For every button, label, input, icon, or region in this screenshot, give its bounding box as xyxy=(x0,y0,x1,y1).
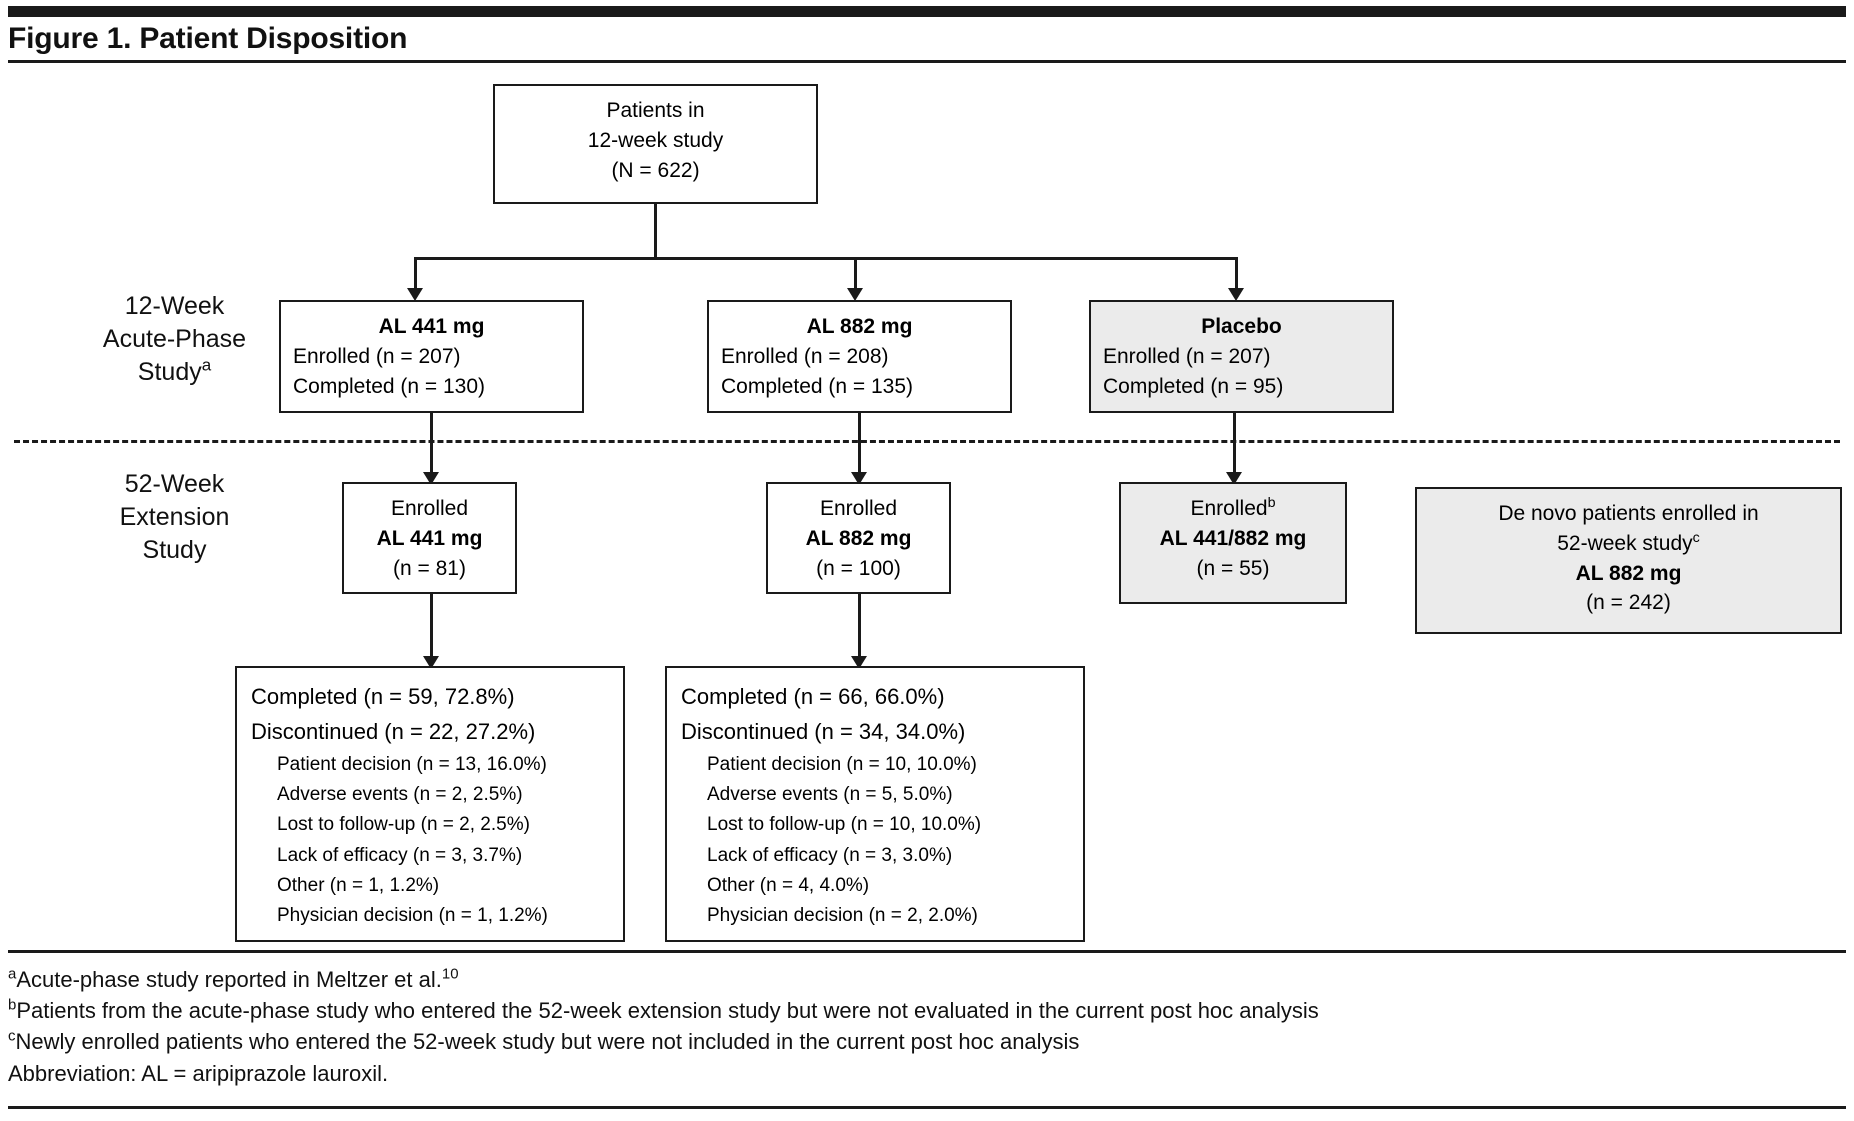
outcome-al882-completed: Completed (n = 66, 66.0%) xyxy=(681,684,945,709)
arrowhead-al441-to-ext xyxy=(423,472,439,485)
node-ext-al882-line1: Enrolled xyxy=(819,497,898,520)
connector-al441-to-ext xyxy=(430,413,433,478)
connector-to-al882 xyxy=(854,257,857,294)
footnote-c-text: Newly enrolled patients who entered the … xyxy=(15,1029,1080,1055)
stage-label-acute-line3: Studya xyxy=(137,355,212,386)
node-arm-placebo-enrolled: Enrolled (n = 207) xyxy=(1103,344,1271,368)
outcome-box-al441: Completed (n = 59, 72.8%) Discontinued (… xyxy=(235,666,625,942)
node-de-novo-line1: De novo patients enrolled in xyxy=(1498,502,1759,525)
arrowhead-to-placebo xyxy=(1228,288,1244,301)
stage-label-ext-line3: Study xyxy=(142,536,207,564)
phase-divider-dashed-line xyxy=(14,440,1840,443)
connector-al882-to-ext xyxy=(858,413,861,478)
abbreviation-note: Abbreviation: AL = aripiprazole lauroxil… xyxy=(8,1060,389,1086)
node-arm-al441-enrolled: Enrolled (n = 207) xyxy=(293,344,461,368)
node-ext-placebo-line1: Enrolledb xyxy=(1190,495,1276,520)
connector-trunk-horizontal xyxy=(414,257,1237,260)
outcome-al882-reason-lack-of-efficacy: Lack of efficacy (n = 3, 3.0%) xyxy=(707,844,953,866)
node-patients-total-line2: 12-week study xyxy=(587,128,724,152)
arrowhead-to-al882 xyxy=(847,288,863,301)
node-de-novo-patients: De novo patients enrolled in 52-week stu… xyxy=(1415,487,1842,634)
outcome-al441-reason-patient-decision: Patient decision (n = 13, 16.0%) xyxy=(277,753,547,775)
outcome-al882-reason-other: Other (n = 4, 4.0%) xyxy=(707,875,870,897)
stage-label-acute-line2: Acute-Phase xyxy=(102,325,247,353)
node-arm-al882-title: AL 882 mg xyxy=(806,315,913,338)
stage-label-extension: 52-Week Extension Study xyxy=(62,468,287,567)
node-de-novo-n: (n = 242) xyxy=(1586,591,1671,615)
node-arm-al882: AL 882 mg Enrolled (n = 208) Completed (… xyxy=(707,300,1012,413)
outcome-al441-reason-other: Other (n = 1, 1.2%) xyxy=(277,875,440,897)
node-arm-al882-completed: Completed (n = 135) xyxy=(721,374,914,398)
outcome-al882-discontinued: Discontinued (n = 34, 34.0%) xyxy=(681,718,966,744)
outcome-al441-completed: Completed (n = 59, 72.8%) xyxy=(251,684,515,709)
node-ext-al441: Enrolled AL 441 mg (n = 81) xyxy=(342,482,517,594)
node-ext-al882-dose: AL 882 mg xyxy=(805,526,912,550)
footnote-rule xyxy=(8,950,1846,953)
arrowhead-ext441-to-outcome xyxy=(423,656,439,669)
outcome-al882-reason-lost-to-follow-up: Lost to follow-up (n = 10, 10.0%) xyxy=(707,814,982,836)
arrowhead-to-al441 xyxy=(407,288,423,301)
outcome-al441-reason-physician-decision: Physician decision (n = 1, 1.2%) xyxy=(277,905,548,927)
node-ext-placebo: Enrolledb AL 441/882 mg (n = 55) xyxy=(1119,482,1347,604)
node-arm-placebo-completed: Completed (n = 95) xyxy=(1103,374,1284,398)
outcome-al441-discontinued: Discontinued (n = 22, 27.2%) xyxy=(251,718,536,744)
top-rule xyxy=(8,6,1846,17)
node-de-novo-line2: 52-week studyc xyxy=(1557,529,1700,555)
stage-label-acute-superscript: a xyxy=(201,355,212,375)
outcome-al441-reason-lost-to-follow-up: Lost to follow-up (n = 2, 2.5%) xyxy=(277,814,530,836)
outcome-al441-reason-lack-of-efficacy: Lack of efficacy (n = 3, 3.7%) xyxy=(277,844,523,866)
footnote-b-text: Patients from the acute-phase study who … xyxy=(16,998,1319,1024)
outcome-al882-reason-patient-decision: Patient decision (n = 10, 10.0%) xyxy=(707,753,977,775)
arrowhead-ext882-to-outcome xyxy=(851,656,867,669)
node-ext-al441-line1: Enrolled xyxy=(390,497,469,520)
stage-label-ext-line1: 52-Week xyxy=(124,470,225,498)
connector-to-placebo xyxy=(1235,257,1238,294)
title-rule xyxy=(8,60,1846,63)
node-ext-al441-n: (n = 81) xyxy=(393,556,466,580)
footnote-a-text: Acute-phase study reported in Meltzer et… xyxy=(16,967,442,992)
page-title: Figure 1. Patient Disposition xyxy=(8,22,408,55)
footnote-a-marker: a xyxy=(8,965,17,983)
bottom-rule xyxy=(8,1106,1846,1109)
connector-to-al441 xyxy=(414,257,417,294)
stage-label-acute-phase: 12-Week Acute-Phase Studya xyxy=(62,290,287,389)
node-arm-al441: AL 441 mg Enrolled (n = 207) Completed (… xyxy=(279,300,584,413)
arrowhead-al882-to-ext xyxy=(851,472,867,485)
connector-ext441-to-outcome xyxy=(430,594,433,662)
node-de-novo-dose: AL 882 mg xyxy=(1575,561,1682,585)
node-arm-al882-enrolled: Enrolled (n = 208) xyxy=(721,344,889,368)
outcome-al882-reason-adverse-events: Adverse events (n = 5, 5.0%) xyxy=(707,783,953,805)
node-ext-al441-dose: AL 441 mg xyxy=(376,526,483,550)
node-ext-al882: Enrolled AL 882 mg (n = 100) xyxy=(766,482,951,594)
footnote-a: aAcute-phase study reported in Meltzer e… xyxy=(8,964,1846,995)
connector-trunk-vertical xyxy=(654,204,657,259)
connector-placebo-to-ext xyxy=(1233,413,1236,478)
connector-ext882-to-outcome xyxy=(858,594,861,662)
node-ext-placebo-n: (n = 55) xyxy=(1196,556,1270,580)
node-arm-placebo: Placebo Enrolled (n = 207) Completed (n … xyxy=(1089,300,1394,413)
footnote-b: bPatients from the acute-phase study who… xyxy=(8,995,1846,1026)
footnote-b-marker: b xyxy=(8,996,17,1014)
node-patients-total: Patients in 12-week study (N = 622) xyxy=(493,84,818,204)
stage-label-acute-line1: 12-Week xyxy=(124,292,225,320)
node-arm-placebo-title: Placebo xyxy=(1201,315,1282,338)
outcome-al441-reason-adverse-events: Adverse events (n = 2, 2.5%) xyxy=(277,783,523,805)
outcome-al882-reason-physician-decision: Physician decision (n = 2, 2.0%) xyxy=(707,905,978,927)
footnotes-block: aAcute-phase study reported in Meltzer e… xyxy=(8,964,1846,1089)
stage-label-ext-line2: Extension xyxy=(119,503,230,531)
node-patients-total-line1: Patients in xyxy=(606,99,705,122)
node-ext-al882-n: (n = 100) xyxy=(816,556,901,580)
node-arm-al441-completed: Completed (n = 130) xyxy=(293,374,486,398)
outcome-box-al882: Completed (n = 66, 66.0%) Discontinued (… xyxy=(665,666,1085,942)
node-ext-placebo-dose: AL 441/882 mg xyxy=(1159,526,1307,550)
node-de-novo-superscript: c xyxy=(1692,529,1700,546)
node-arm-al441-title: AL 441 mg xyxy=(378,315,485,338)
node-ext-placebo-superscript: b xyxy=(1267,495,1276,511)
footnote-a-reference: 10 xyxy=(441,965,459,983)
footnote-c: cNewly enrolled patients who entered the… xyxy=(8,1026,1846,1057)
node-patients-total-line3: (N = 622) xyxy=(611,158,700,182)
arrowhead-placebo-to-ext xyxy=(1226,472,1242,485)
footnote-c-marker: c xyxy=(8,1028,16,1046)
